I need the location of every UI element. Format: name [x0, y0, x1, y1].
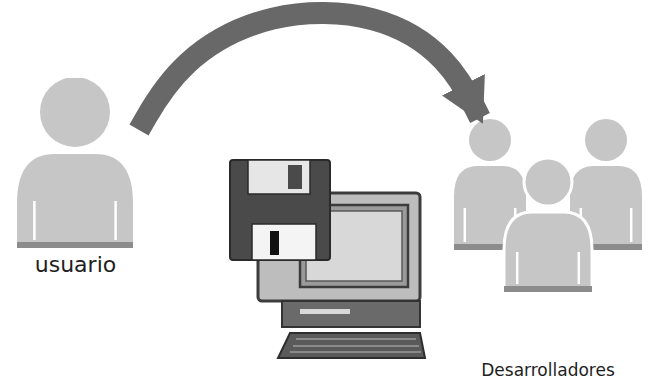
- shutter-window: [288, 165, 302, 189]
- developer-group: Desarrolladores: [448, 118, 648, 384]
- keyboard: [278, 333, 425, 358]
- body-band: [17, 242, 133, 248]
- user-figure: usuario: [8, 78, 143, 284]
- arm-line: [34, 201, 115, 240]
- floppy-label: [252, 224, 316, 260]
- figure-label: Desarrolladores: [448, 360, 648, 380]
- figure-outline: [448, 118, 648, 384]
- computer-base: [282, 301, 420, 327]
- person-body: [504, 212, 592, 292]
- drive-slot: [300, 309, 350, 314]
- figure-label: usuario: [8, 252, 143, 277]
- person-head: [524, 158, 572, 206]
- person-head: [585, 119, 627, 161]
- arm-line: [517, 252, 579, 284]
- floppy-disk: [230, 160, 330, 260]
- curved-arrow: [139, 13, 480, 130]
- floppy-shutter: [248, 160, 310, 194]
- person-body: [17, 154, 133, 248]
- label-bar: [270, 231, 279, 255]
- keyboard-keys: [290, 339, 421, 352]
- person-head: [469, 119, 511, 161]
- person-head: [40, 78, 110, 147]
- body-band: [504, 286, 592, 292]
